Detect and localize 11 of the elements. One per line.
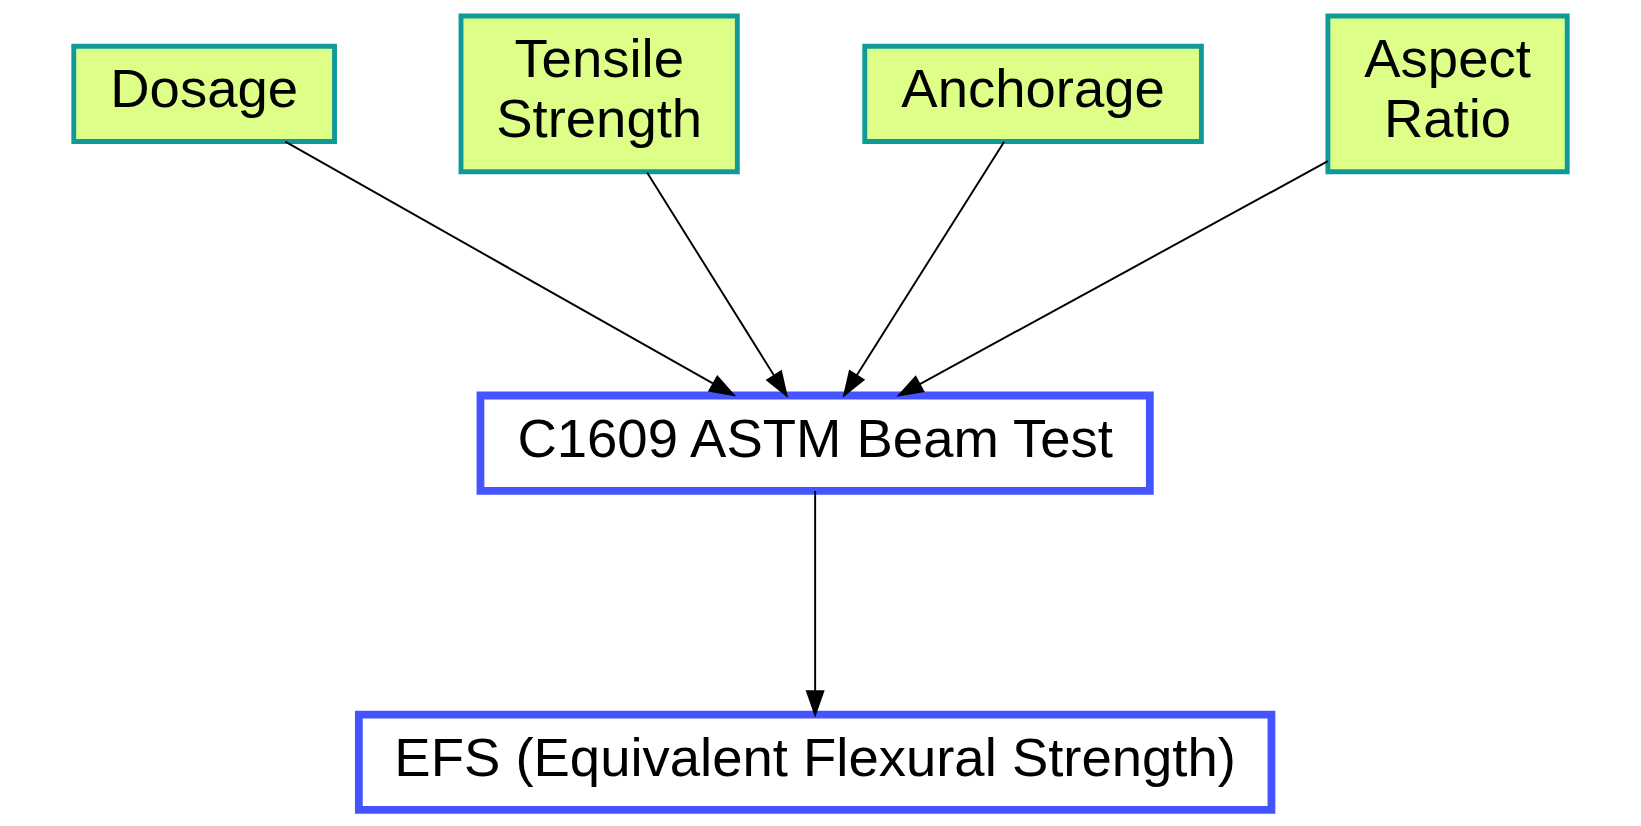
node-box: EFS (Equivalent Flexural Strength): [354, 710, 1276, 814]
node-box: Dosage: [71, 43, 337, 144]
node-box: C1609 ASTM Beam Test: [476, 391, 1154, 495]
node-box: Tensile Strength: [458, 13, 740, 175]
arrow: [646, 171, 789, 398]
arrow: [805, 489, 825, 718]
arrow: [896, 160, 1329, 397]
node-box: Anchorage: [862, 43, 1204, 144]
node-box: Aspect Ratio: [1325, 13, 1570, 175]
arrow: [842, 140, 1006, 398]
arrow: [284, 140, 737, 397]
